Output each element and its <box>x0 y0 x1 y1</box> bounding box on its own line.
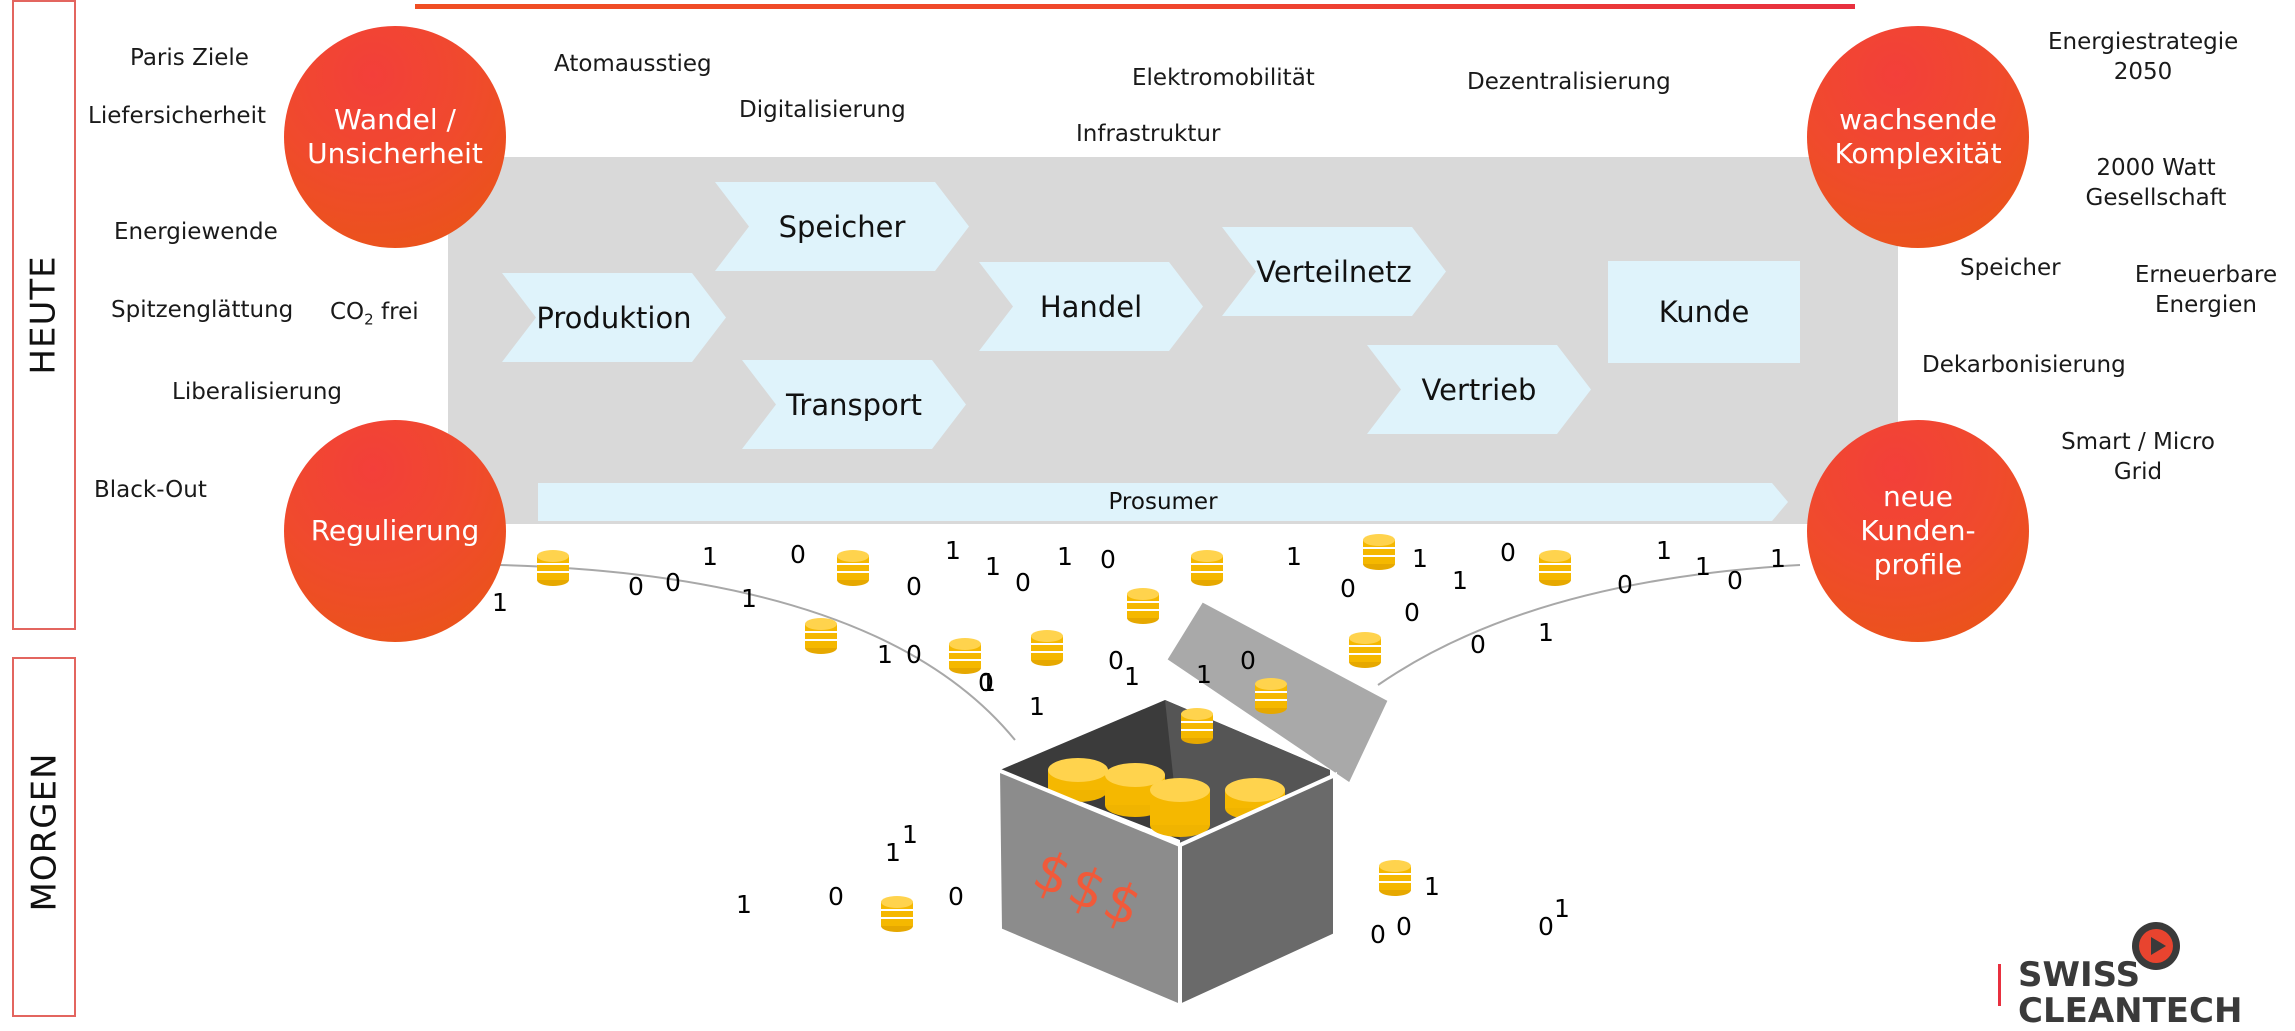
keyword-speicher: Speicher <box>1960 255 2061 281</box>
coin-stack-icon <box>1362 532 1396 572</box>
coin-stack-icon <box>804 616 838 656</box>
keyword-dekarbonisierung: Dekarbonisierung <box>1922 352 2126 378</box>
bit: 0 <box>1240 646 1256 675</box>
chest-coins <box>1048 758 1285 837</box>
coin-stack-icon <box>1190 548 1224 588</box>
logo-accent-bar <box>1998 964 2001 1006</box>
keyword-energiestrategie-2050: Energiestrategie 2050 <box>2048 29 2239 85</box>
bit: 1 <box>1286 542 1302 571</box>
keyword-co2-frei: CO2 frei <box>330 299 419 329</box>
bit: 1 <box>980 668 996 697</box>
bit: 1 <box>1057 542 1073 571</box>
bit: 0 <box>1538 912 1554 941</box>
bit: 1 <box>1538 618 1554 647</box>
keyword-atomausstieg: Atomausstieg <box>554 51 712 77</box>
keyword-liefersicherheit: Liefersicherheit <box>88 103 266 129</box>
keyword-erneuerbare-energien: Erneuerbare Energien <box>2134 262 2278 318</box>
bit: 0 <box>1015 568 1031 597</box>
bit: 0 <box>1404 598 1420 627</box>
coin-stack-icon <box>1348 630 1382 670</box>
bit: 0 <box>978 668 994 697</box>
coin-stack-icon <box>880 894 914 934</box>
bit: 1 <box>985 552 1001 581</box>
keyword-dezentralisierung: Dezentralisierung <box>1467 69 1671 95</box>
bit: 0 <box>628 572 644 601</box>
chain-step-kunde: Kunde <box>1608 261 1800 363</box>
circle-regulierung: Regulierung <box>284 420 506 642</box>
bit: 0 <box>828 882 844 911</box>
bit: 1 <box>492 588 508 617</box>
bit: 0 <box>906 640 922 669</box>
chain-step-handel: Handel <box>979 262 1203 351</box>
keyword-2000-watt-gesellschaft: 2000 Watt Gesellschaft <box>2085 155 2227 211</box>
circle-neue-kundenprofile: neue Kunden- profile <box>1807 420 2029 642</box>
bit: 0 <box>906 572 922 601</box>
keyword-smart-micro-grid: Smart / Micro Grid <box>2061 429 2215 485</box>
bit: 1 <box>1124 662 1140 691</box>
bit: 1 <box>1029 692 1045 721</box>
keyword-black-out: Black-Out <box>94 477 207 503</box>
keyword-digitalisierung: Digitalisierung <box>739 97 906 123</box>
chain-step-vertrieb: Vertrieb <box>1367 345 1591 434</box>
bit: 0 <box>1470 630 1486 659</box>
bit: 0 <box>1617 570 1633 599</box>
keyword-infrastruktur: Infrastruktur <box>1076 121 1221 147</box>
keyword-paris-ziele: Paris Ziele <box>130 45 249 71</box>
bit: 0 <box>1727 566 1743 595</box>
bit: 0 <box>1370 920 1386 949</box>
keyword-energiewende: Energiewende <box>114 219 278 245</box>
bit: 1 <box>877 640 893 669</box>
bit: 0 <box>1100 545 1116 574</box>
play-circle-icon <box>2132 922 2180 970</box>
top-accent-line <box>415 4 1855 9</box>
bit: 0 <box>1108 646 1124 675</box>
bit: 1 <box>885 838 901 867</box>
coin-stack-icon <box>1030 628 1064 668</box>
bit: 0 <box>1396 912 1412 941</box>
coin-stack-icon <box>836 548 870 588</box>
coin-stack-icon <box>948 636 982 676</box>
bit: 1 <box>1695 552 1711 581</box>
keyword-elektromobilitaet: Elektromobilität <box>1132 65 1315 91</box>
keyword-spitzenglaettung: Spitzenglättung <box>111 297 294 323</box>
bit: 0 <box>1340 574 1356 603</box>
coin-stack-icon <box>536 548 570 588</box>
circle-wandel-unsicherheit: Wandel / Unsicherheit <box>284 26 506 248</box>
coin-stack-icon <box>1378 858 1412 898</box>
today-section-frame <box>12 0 76 630</box>
bit: 1 <box>741 584 757 613</box>
bit: 0 <box>948 882 964 911</box>
circle-wachsende-komplexitaet: wachsende Komplexität <box>1807 26 2029 248</box>
chain-step-produktion: Produktion <box>502 273 726 362</box>
bit: 0 <box>790 540 806 569</box>
bit: 1 <box>945 536 961 565</box>
coin-stack-icon <box>1126 586 1160 626</box>
bit: 1 <box>736 890 752 919</box>
bit: 1 <box>1656 536 1672 565</box>
bit: 1 <box>1554 894 1570 923</box>
chain-step-speicher: Speicher <box>715 182 969 271</box>
chain-step-transport: Transport <box>742 360 966 449</box>
bit: 1 <box>902 820 918 849</box>
bit: 1 <box>1412 544 1428 573</box>
chain-step-verteilnetz: Verteilnetz <box>1222 227 1446 316</box>
prosumer-bar: Prosumer <box>538 483 1788 521</box>
bit: 0 <box>1500 538 1516 567</box>
coin-stack-icon <box>1254 676 1288 716</box>
bit: 1 <box>1424 872 1440 901</box>
bit: 0 <box>665 568 681 597</box>
bit: 1 <box>1196 660 1212 689</box>
bit: 1 <box>702 542 718 571</box>
coin-stack-icon <box>1538 548 1572 588</box>
bit: 1 <box>1452 566 1468 595</box>
coin-stack-icon <box>1180 706 1214 746</box>
keyword-liberalisierung: Liberalisierung <box>172 379 343 405</box>
bit: 1 <box>1770 544 1786 573</box>
